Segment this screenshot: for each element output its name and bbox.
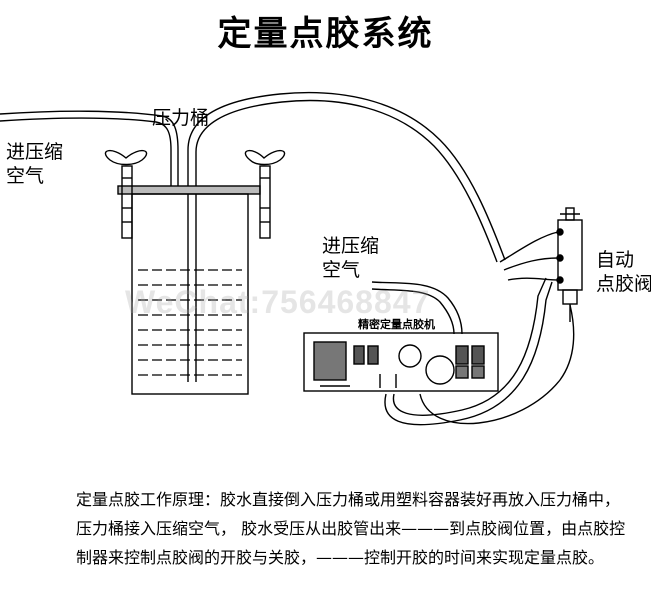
glue-hose-inner <box>195 99 498 263</box>
controller-air-hose-outer <box>371 281 463 335</box>
air-inlet-hose-outer <box>0 110 179 190</box>
wing-nut-left <box>104 150 148 166</box>
controller-display <box>313 341 347 381</box>
control-hose-3 <box>419 304 575 425</box>
glue-hose-outer <box>187 91 506 261</box>
label-auto-valve: 自动 点胶阀 <box>596 249 651 295</box>
clamp-bolt-left <box>121 165 133 239</box>
watermark-text: WeChat:756468847 <box>125 284 431 320</box>
label-pressure-tank: 压力桶 <box>152 107 210 129</box>
label-air-inlet-right: 进压缩 空气 <box>322 235 380 281</box>
clamp-bolt-right <box>259 165 271 239</box>
control-hose-1 <box>384 281 553 426</box>
controller-gauge <box>398 344 422 368</box>
valve-port-hose-top <box>499 231 559 263</box>
controller-box <box>303 332 499 392</box>
principle-description: 定量点胶工作原理：胶水直接倒入压力桶或用塑料容器装好再放入压力桶中，压力桶接入压… <box>76 490 626 567</box>
tank-lid <box>117 185 261 195</box>
air-inlet-hose-inner <box>0 117 172 190</box>
glue-liquid <box>138 269 242 376</box>
valve-nozzle-base <box>562 289 578 305</box>
tank-body <box>131 193 249 395</box>
label-air-inlet-left: 进压缩 空气 <box>6 141 64 187</box>
wing-nut-right <box>244 150 286 166</box>
control-hose-2 <box>392 277 547 416</box>
controller-air-hose-inner <box>371 288 455 335</box>
controller-regulator <box>425 355 455 385</box>
label-controller: 精密定量点胶机 <box>358 318 435 331</box>
diagram-title: 定量点胶系统 <box>217 14 434 54</box>
